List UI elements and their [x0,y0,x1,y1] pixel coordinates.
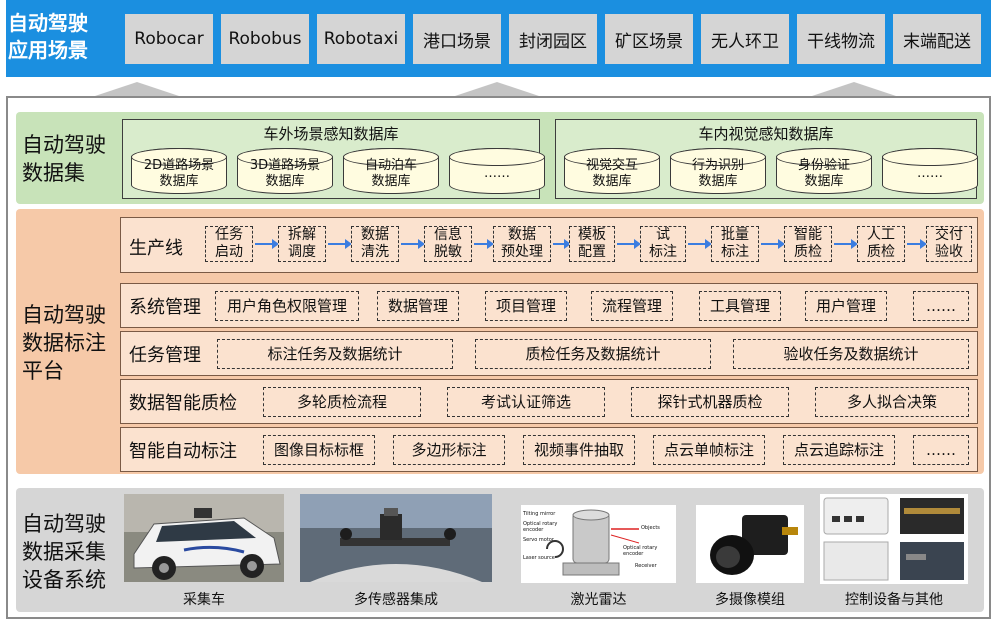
step-batch-annotation: 批量 标注 [711,226,759,262]
auto-annotation-label: 智能自动标注 [129,441,237,462]
step-desensitization: 信息 脱敏 [424,226,472,262]
system-more: …… [913,291,969,321]
annotation-task-statistics: 标注任务及数据统计 [217,339,453,369]
lidar-label-encoder-2: Optical rotary encoder [623,545,658,557]
up-arrow-icon [455,82,539,96]
in-vehicle-heading: 车内视觉感知数据库 [698,125,834,143]
device-label-vehicle: 采集车 [183,592,225,608]
step-delivery-acceptance: 交付 验收 [926,226,972,262]
database-2d-road: 2D道路场景 数据库 [130,147,227,194]
up-arrow-icon [812,82,896,96]
scenario-robocar: Robocar [125,14,213,64]
database-3d-road: 3D道路场景 数据库 [236,147,333,194]
collection-title: 自动驾驶 数据采集 设备系统 [22,512,106,592]
point-cloud-single-frame: 点云单帧标注 [653,435,765,465]
device-label-control: 控制设备与其他 [845,592,943,608]
step-data-cleaning: 数据 清洗 [351,226,399,262]
device-label-camera: 多摄像模组 [715,592,785,608]
multi-sensor-rig-image [300,494,492,582]
tool-management: 工具管理 [699,291,781,321]
database-identity-verification: 身份验证 数据库 [775,147,872,194]
arrow-right-icon [617,239,641,249]
lidar-diagram: Tilting mirror Optical rotary encoder Se… [521,505,676,583]
image-bounding-box: 图像目标标框 [263,435,375,465]
arrow-right-icon [553,239,571,249]
lidar-label-servo: Servo motor [523,537,554,543]
scenario-trunk-logistics: 干线物流 [797,14,885,64]
task-management-row: 任务管理 标注任务及数据统计 质检任务及数据统计 验收任务及数据统计 [120,331,978,376]
multi-person-decision: 多人拟合决策 [815,387,969,417]
multi-round-qc: 多轮质检流程 [263,387,421,417]
scenario-robobus: Robobus [221,14,309,64]
step-preprocessing: 数据 预处理 [493,226,551,262]
data-management: 数据管理 [377,291,459,321]
arrow-right-icon [907,239,927,249]
process-management: 流程管理 [591,291,673,321]
arrow-right-icon [761,239,785,249]
production-line-row: 生产线 任务 启动 拆解 调度 数据 清洗 信息 脱敏 数据 预处理 模板 配置… [120,217,978,273]
point-cloud-tracking: 点云追踪标注 [783,435,895,465]
lidar-label-mirror: Tilting mirror [523,511,556,517]
scenario-mining: 矿区场景 [605,14,693,64]
step-task-start: 任务 启动 [205,226,253,262]
system-management-row: 系统管理 用户角色权限管理 数据管理 项目管理 流程管理 工具管理 用户管理 …… [120,283,978,328]
data-qc-row: 数据智能质检 多轮质检流程 考试认证筛选 探针式机器质检 多人拟合决策 [120,379,978,424]
up-arrow-icon [95,82,179,96]
production-line-label: 生产线 [129,238,183,259]
scenario-port: 港口场景 [413,14,501,64]
user-management: 用户管理 [805,291,887,321]
exam-certification-screening: 考试认证筛选 [447,387,605,417]
arrow-right-icon [255,239,279,249]
acceptance-task-statistics: 验收任务及数据统计 [733,339,969,369]
platform-title: 自动驾驶 数据标注 平台 [22,303,106,383]
database-more: …… [881,147,978,194]
task-management-label: 任务管理 [129,345,201,366]
step-smart-qc: 智能 质检 [784,226,832,262]
step-dispatch: 拆解 调度 [278,226,326,262]
system-management-label: 系统管理 [129,297,201,318]
in-vehicle-database-group: 车内视觉感知数据库 视觉交互 数据库 行为识别 数据库 身份验证 数据库 …… [555,119,978,199]
step-manual-qc: 人工 质检 [857,226,905,262]
lidar-label-encoder: Optical rotary encoder [523,521,558,533]
auto-annotation-row: 智能自动标注 图像目标标框 多边形标注 视频事件抽取 点云单帧标注 点云追踪标注… [120,427,978,472]
arrow-right-icon [401,239,425,249]
lidar-label-objects: Objects [641,525,660,531]
arrow-right-icon [328,239,352,249]
step-template-config: 模板 配置 [569,226,615,262]
scenario-last-mile: 末端配送 [893,14,981,64]
polygon-annotation: 多边形标注 [393,435,505,465]
banner-title: 自动驾驶 应用场景 [8,11,88,62]
video-event-extraction: 视频事件抽取 [523,435,635,465]
qc-task-statistics: 质检任务及数据统计 [475,339,711,369]
arrow-right-icon [688,239,712,249]
auto-more: …… [913,435,969,465]
arrow-right-icon [834,239,858,249]
step-trial-annotation: 试 标注 [640,226,686,262]
camera-module-image [696,505,804,583]
collection-vehicle-image [124,494,284,582]
database-behavior-recognition: 行为识别 数据库 [669,147,766,194]
scenario-robotaxi: Robotaxi [317,14,405,64]
outer-scene-database-group: 车外场景感知数据库 2D道路场景 数据库 3D道路场景 数据库 自动泊车 数据库… [122,119,545,199]
probe-machine-qc: 探针式机器质检 [631,387,789,417]
database-more: …… [448,147,545,194]
user-role-permission-management: 用户角色权限管理 [215,291,359,321]
database-visual-interaction: 视觉交互 数据库 [563,147,660,194]
dataset-title: 自动驾驶 数据集 [22,133,106,185]
lidar-label-receiver: Receiver [635,563,657,569]
device-label-multi-sensor: 多传感器集成 [354,592,438,608]
scenario-closed-park: 封闭园区 [509,14,597,64]
project-management: 项目管理 [485,291,567,321]
arrow-right-icon [474,239,494,249]
outer-scene-heading: 车外场景感知数据库 [263,125,399,143]
lidar-label-laser: Laser source [523,555,555,561]
database-auto-parking: 自动泊车 数据库 [342,147,439,194]
device-label-lidar: 激光雷达 [570,592,627,608]
scenario-sanitation: 无人环卫 [701,14,789,64]
control-equipment-image [820,494,968,584]
data-qc-label: 数据智能质检 [129,393,237,414]
